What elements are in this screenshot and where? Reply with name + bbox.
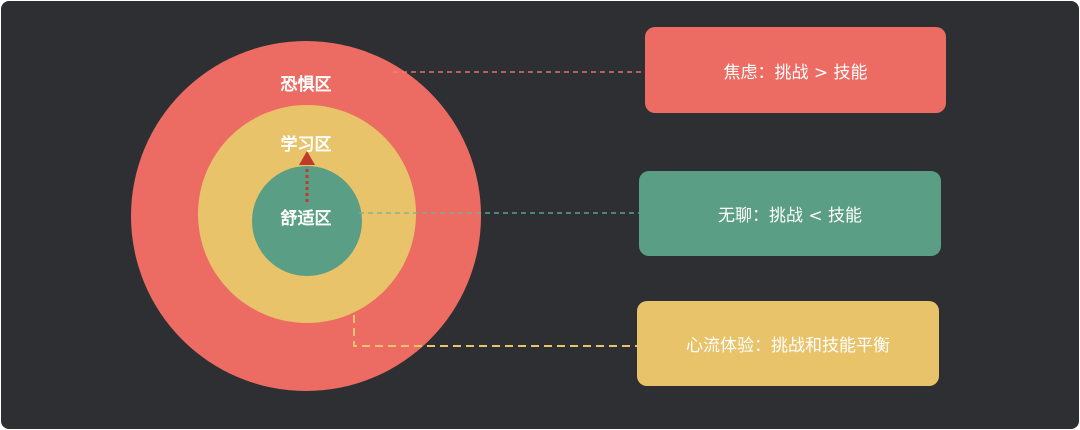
learning-zone-label: 学习区 — [280, 135, 332, 155]
boredom-card: 无聊：挑战 < 技能 — [639, 171, 941, 256]
fear-zone-label: 恐惧区 — [280, 75, 332, 95]
growth-arrow-head — [299, 151, 315, 165]
comfort-zone-label: 舒适区 — [280, 209, 332, 229]
flow-connector-line — [353, 315, 637, 347]
comfort-zone-circle — [252, 166, 362, 276]
flow-card: 心流体验：挑战和技能平衡 — [637, 301, 939, 386]
anxiety-card: 焦虑：挑战 > 技能 — [645, 27, 946, 113]
